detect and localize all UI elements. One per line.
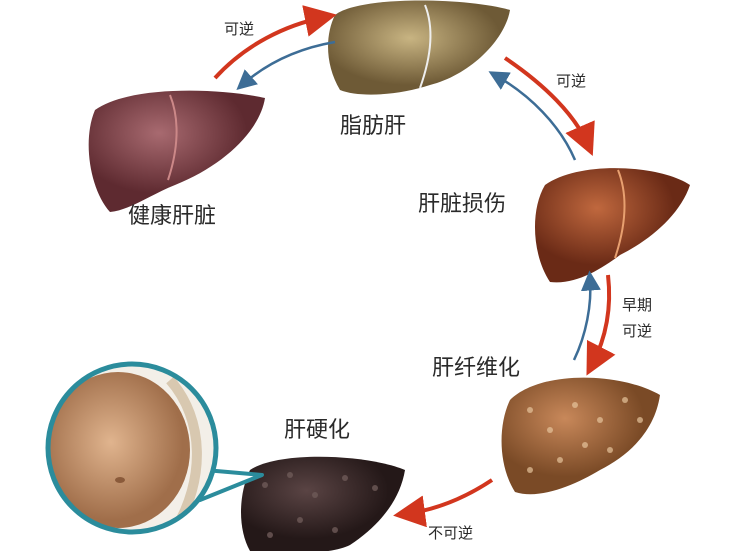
cirrhosis-nodules [262, 472, 378, 538]
swollen-abdomen-image [48, 372, 190, 528]
arrow-damage-to-fatty [488, 71, 577, 161]
arrow-healthy-to-fatty [213, 5, 337, 80]
irreversible-label: 不可逆 [428, 524, 474, 542]
arrow-fatty-to-healthy [236, 40, 336, 90]
arrow-damage-to-fibrosis [586, 274, 616, 376]
fibrosis-liver-image [501, 377, 660, 495]
early-label: 早期 [622, 296, 653, 314]
fatty-liver-image [328, 0, 510, 95]
stage-label-fatty: 脂肪肝 [340, 114, 407, 139]
stage-label-fibrosis: 肝纤维化 [432, 356, 521, 381]
damaged-liver-lobe-line [614, 169, 626, 259]
bubble-border [45, 361, 219, 535]
arrow-fibrosis-to-cirrhosis [393, 478, 494, 528]
arrow-fatty-to-damage [503, 56, 595, 157]
stage-label-healthy: 健康肝脏 [128, 204, 217, 229]
healthy-liver-lobe-line [167, 94, 178, 181]
arrow-fibrosis-to-damage [572, 270, 601, 361]
damaged-liver-image [534, 168, 690, 283]
fibrosis-nodules [527, 397, 643, 473]
stage-label-damage: 肝脏损伤 [418, 192, 507, 217]
fatty-liver-lobe-line [419, 4, 432, 89]
reversible-label-3: 可逆 [622, 322, 653, 340]
healthy-liver-image [88, 90, 266, 212]
reversible-label-2: 可逆 [556, 72, 587, 90]
cirrhosis-liver-image [241, 456, 405, 551]
reversible-label-1: 可逆 [224, 20, 255, 38]
stage-label-cirrhosis: 肝硬化 [284, 418, 351, 443]
